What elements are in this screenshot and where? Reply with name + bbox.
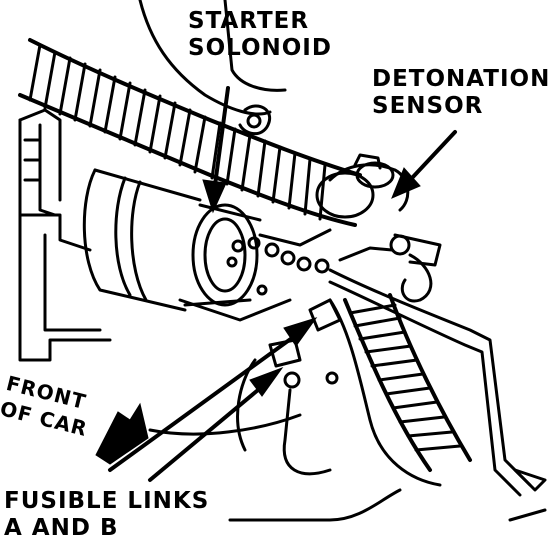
detonation-sensor-label-line1: DETONATION: [372, 66, 551, 92]
detonation-sensor-arrow: [391, 130, 457, 199]
fusible-link-arrow-a: [148, 366, 284, 482]
sensor-housing: [315, 153, 442, 303]
front-of-car-arrow: [95, 402, 149, 465]
fusible-links-label-line2: A AND B: [4, 515, 119, 541]
fusible-links-label: FUSIBLE LINKS A AND B: [4, 488, 209, 542]
lower-hose: [343, 293, 472, 472]
starter-motor: [82, 168, 262, 312]
detonation-sensor-label-line2: SENSOR: [372, 93, 484, 119]
starter-solenoid-label-line1: STARTER: [188, 8, 310, 34]
starter-solenoid-label: STARTER SOLONOID: [188, 8, 332, 62]
engine-block-left: [18, 108, 112, 362]
wire-harness: [328, 246, 532, 497]
starter-solenoid-label-line2: SOLONOID: [188, 35, 332, 61]
solenoid-terminals: [226, 228, 332, 296]
fusible-link-arrow-b: [108, 317, 318, 472]
fusible-links-label-line1: FUSIBLE LINKS: [4, 488, 210, 514]
engine-bracket: [138, 0, 287, 136]
detonation-sensor-label: DETONATION SENSOR: [372, 66, 550, 120]
fusible-link-connectors: [148, 298, 342, 476]
starter-solenoid-arrow: [202, 86, 230, 214]
lower-edges: [228, 468, 547, 522]
corrugated-hose: [18, 38, 362, 227]
